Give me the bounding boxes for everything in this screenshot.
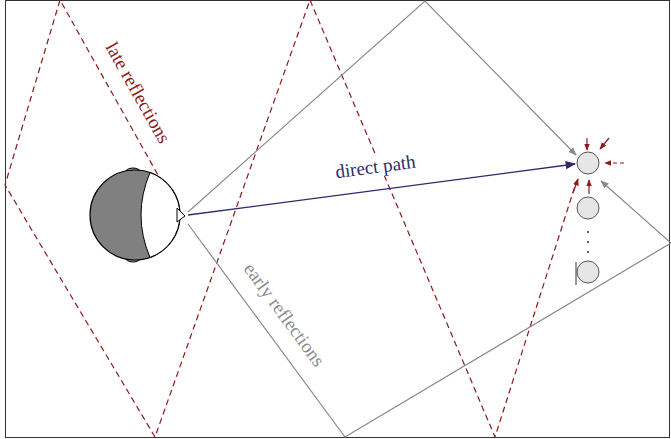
early-reflection-paths [188, 1, 671, 437]
path-label: direct path [331, 150, 420, 182]
listener-head [90, 168, 185, 262]
late-reflection-paths [5, 0, 575, 437]
incoming-reflection-arrows [573, 138, 624, 194]
room-outline [6, 1, 670, 438]
microphone-array [576, 152, 599, 285]
